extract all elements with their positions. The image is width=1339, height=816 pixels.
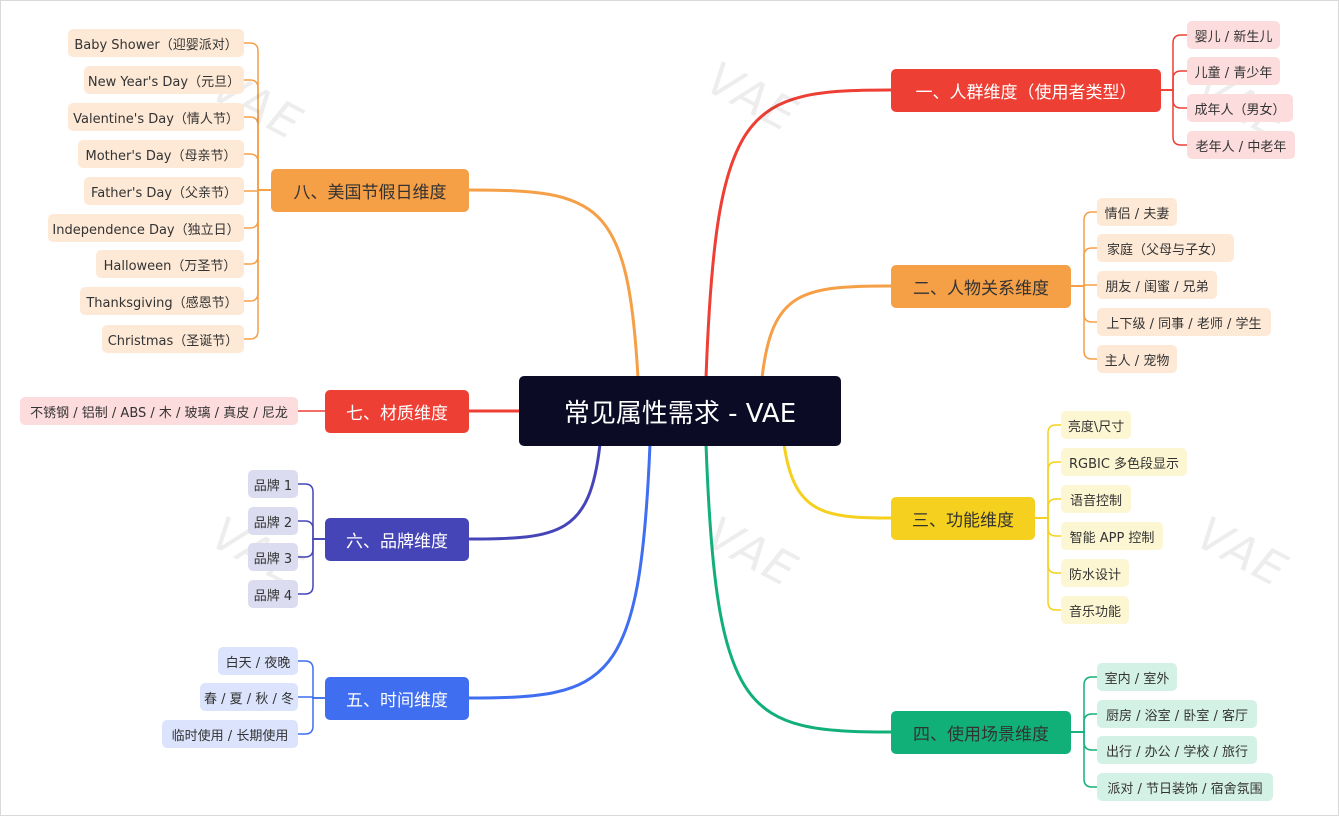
branch-topic-b6[interactable]: 六、品牌维度 [325, 517, 469, 561]
leaf-connector-b6-0 [297, 483, 326, 540]
branch-topic-b8[interactable]: 八、美国节假日维度 [271, 168, 469, 212]
leaf-topic-b8-4[interactable]: Father's Day（父亲节） [84, 177, 244, 205]
leaf-topic-b4-1[interactable]: 厨房 / 浴室 / 卧室 / 客厅 [1097, 700, 1257, 728]
leaf-connector-b2-0 [1070, 211, 1098, 287]
leaf-topic-b7-0[interactable]: 不锈钢 / 铝制 / ABS / 木 / 玻璃 / 真皮 / 尼龙 [20, 397, 298, 425]
leaf-topic-b1-0[interactable]: 婴儿 / 新生儿 [1187, 21, 1280, 49]
leaf-topic-b4-0[interactable]: 室内 / 室外 [1097, 663, 1177, 691]
branch-topic-b3[interactable]: 三、功能维度 [891, 496, 1035, 540]
leaf-topic-b1-2[interactable]: 成年人（男女） [1187, 94, 1293, 122]
leaf-connector-b3-2 [1034, 498, 1062, 519]
leaf-topic-b8-2[interactable]: Valentine's Day（情人节） [68, 103, 244, 131]
branch-connector-b8 [467, 188, 640, 380]
leaf-connector-b3-0 [1034, 424, 1062, 519]
branch-topic-b7[interactable]: 七、材质维度 [325, 389, 469, 433]
leaf-topic-b2-4[interactable]: 主人 / 宠物 [1097, 345, 1177, 373]
leaf-connector-b3-5 [1034, 517, 1062, 611]
leaf-connector-b1-0 [1160, 34, 1188, 91]
branch-connector-b3 [782, 442, 893, 520]
leaf-connector-b2-4 [1070, 285, 1098, 360]
leaf-topic-b8-7[interactable]: Thanksgiving（感恩节） [80, 287, 244, 315]
leaf-topic-b3-3[interactable]: 智能 APP 控制 [1061, 522, 1163, 550]
leaf-topic-b2-1[interactable]: 家庭（父母与子女） [1097, 234, 1234, 262]
leaf-connector-b6-3 [297, 538, 326, 595]
leaf-connector-b8-1 [243, 79, 272, 191]
leaf-topic-b2-0[interactable]: 情侣 / 夫妻 [1097, 198, 1177, 226]
branch-topic-b4[interactable]: 四、使用场景维度 [891, 710, 1071, 754]
leaf-connector-b8-3 [243, 153, 272, 191]
leaf-topic-b6-0[interactable]: 品牌 1 [248, 470, 298, 498]
leaf-connector-b8-0 [243, 42, 272, 191]
branch-connector-b2 [760, 284, 893, 380]
leaf-topic-b8-3[interactable]: Mother's Day（母亲节） [78, 140, 244, 168]
leaf-connector-b4-0 [1070, 676, 1098, 733]
leaf-topic-b5-0[interactable]: 白天 / 夜晚 [218, 647, 298, 675]
leaf-topic-b8-0[interactable]: Baby Shower（迎婴派对） [68, 29, 244, 57]
leaf-topic-b4-2[interactable]: 出行 / 办公 / 学校 / 旅行 [1097, 736, 1257, 764]
leaf-connector-b5-0 [297, 660, 326, 699]
branch-connector-b5 [467, 442, 652, 700]
leaf-topic-b1-3[interactable]: 老年人 / 中老年 [1187, 131, 1295, 159]
leaf-topic-b4-3[interactable]: 派对 / 节日装饰 / 宿舍氛围 [1097, 773, 1273, 801]
leaf-connector-b4-1 [1070, 713, 1098, 733]
leaf-topic-b3-2[interactable]: 语音控制 [1061, 485, 1131, 513]
leaf-connector-b2-1 [1070, 247, 1098, 287]
leaf-connector-b1-1 [1160, 70, 1188, 91]
branch-topic-b2[interactable]: 二、人物关系维度 [891, 264, 1071, 308]
center-topic[interactable]: 常见属性需求 - VAE [519, 376, 841, 446]
leaf-connector-b4-3 [1070, 731, 1098, 788]
leaf-topic-b2-2[interactable]: 朋友 / 闺蜜 / 兄弟 [1097, 271, 1217, 299]
branch-connector-b6 [467, 442, 602, 541]
branch-topic-b1[interactable]: 一、人群维度（使用者类型） [891, 68, 1161, 112]
leaf-topic-b8-5[interactable]: Independence Day（独立日） [48, 214, 244, 242]
leaf-topic-b8-6[interactable]: Halloween（万圣节） [96, 250, 244, 278]
branch-topic-b5[interactable]: 五、时间维度 [325, 676, 469, 720]
leaf-topic-b3-1[interactable]: RGBIC 多色段显示 [1061, 448, 1187, 476]
leaf-connector-b8-8 [243, 189, 272, 340]
leaf-topic-b6-3[interactable]: 品牌 4 [248, 580, 298, 608]
leaf-topic-b5-2[interactable]: 临时使用 / 长期使用 [162, 720, 298, 748]
leaf-topic-b3-4[interactable]: 防水设计 [1061, 559, 1129, 587]
leaf-connector-b5-2 [297, 697, 326, 735]
leaf-topic-b6-1[interactable]: 品牌 2 [248, 507, 298, 535]
leaf-topic-b3-5[interactable]: 音乐功能 [1061, 596, 1129, 624]
leaf-connector-b3-1 [1034, 461, 1062, 519]
leaf-topic-b6-2[interactable]: 品牌 3 [248, 543, 298, 571]
leaf-topic-b1-1[interactable]: 儿童 / 青少年 [1187, 57, 1280, 85]
leaf-topic-b8-8[interactable]: Christmas（圣诞节） [102, 325, 244, 353]
leaf-connector-b1-2 [1160, 89, 1188, 109]
leaf-connector-b1-3 [1160, 89, 1188, 146]
leaf-connector-b6-1 [297, 520, 326, 540]
branch-connector-b1 [704, 88, 893, 380]
leaf-topic-b3-0[interactable]: 亮度\尺寸 [1061, 411, 1131, 439]
leaf-topic-b8-1[interactable]: New Year's Day（元旦） [84, 66, 244, 94]
leaf-topic-b2-3[interactable]: 上下级 / 同事 / 老师 / 学生 [1097, 308, 1271, 336]
leaf-connector-b8-2 [243, 116, 272, 191]
leaf-topic-b5-1[interactable]: 春 / 夏 / 秋 / 冬 [200, 683, 298, 711]
branch-connector-b4 [704, 442, 893, 734]
